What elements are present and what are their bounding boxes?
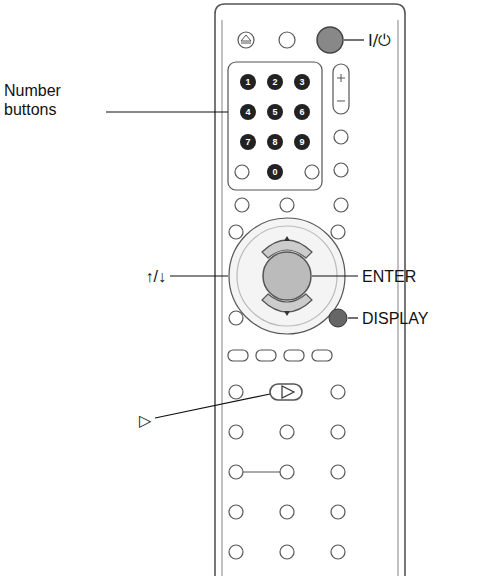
callout-label: ↑/↓ [146, 267, 166, 286]
button-number: 9 [299, 137, 304, 147]
button-number: 7 [245, 137, 250, 147]
button-number: 4 [245, 107, 250, 117]
callout-label: DISPLAY [362, 309, 428, 328]
button-number: 1 [245, 77, 250, 87]
button-number: 2 [272, 77, 277, 87]
button-number: 3 [299, 77, 304, 87]
callout-label: ENTER [362, 267, 416, 286]
button-number: 6 [299, 107, 304, 117]
button-number: 0 [272, 167, 277, 177]
callout-label: Number buttons [4, 81, 104, 119]
callout-label: ▷ [139, 411, 151, 430]
button-number: 5 [272, 107, 277, 117]
callout-label: I/⏻ [368, 31, 391, 50]
button-number: 8 [272, 137, 277, 147]
